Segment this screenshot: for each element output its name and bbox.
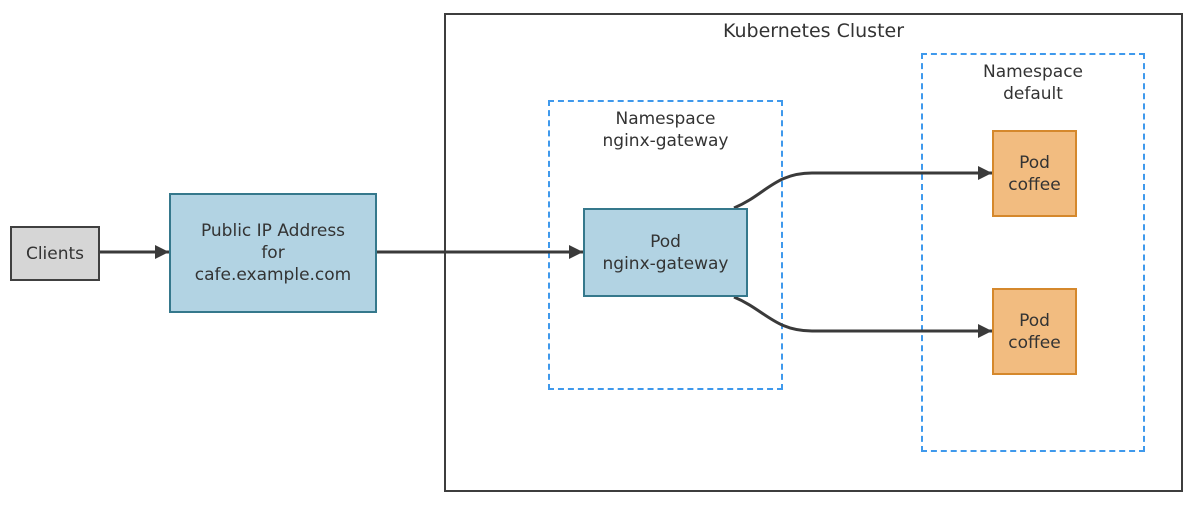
pod-coffee-bottom-label-line1: Pod [1019,310,1050,331]
public-ip-node: Public IP Address for cafe.example.com [169,193,377,313]
namespace-default-box: Namespace default [921,53,1145,452]
pod-coffee-bottom-node: Pod coffee [992,288,1077,375]
pod-nginx-gateway-label-line1: Pod [650,231,681,252]
pod-nginx-gateway-label-line2: nginx-gateway [602,253,729,274]
pod-coffee-top-label-line2: coffee [1008,174,1061,195]
public-ip-label-line3: cafe.example.com [194,265,352,285]
namespace-nginx-gateway-box: Namespace nginx-gateway [548,100,783,390]
clients-label: Clients [25,243,85,264]
kubernetes-cluster-label: Kubernetes Cluster [722,20,905,42]
clients-node: Clients [10,226,100,281]
namespace-default-label-line1: Namespace [982,62,1084,82]
public-ip-label-line1: Public IP Address [200,221,346,241]
namespace-nginx-gateway-label-line1: Namespace [615,109,716,129]
pod-nginx-gateway-node: Pod nginx-gateway [583,208,748,297]
namespace-default-label-line2: default [1003,84,1063,104]
pod-coffee-top-label-line1: Pod [1019,152,1050,173]
pod-coffee-top-node: Pod coffee [992,130,1077,217]
public-ip-label-line2: for [261,243,285,263]
pod-coffee-bottom-label-line2: coffee [1008,332,1061,353]
namespace-nginx-gateway-label-line2: nginx-gateway [602,131,729,151]
